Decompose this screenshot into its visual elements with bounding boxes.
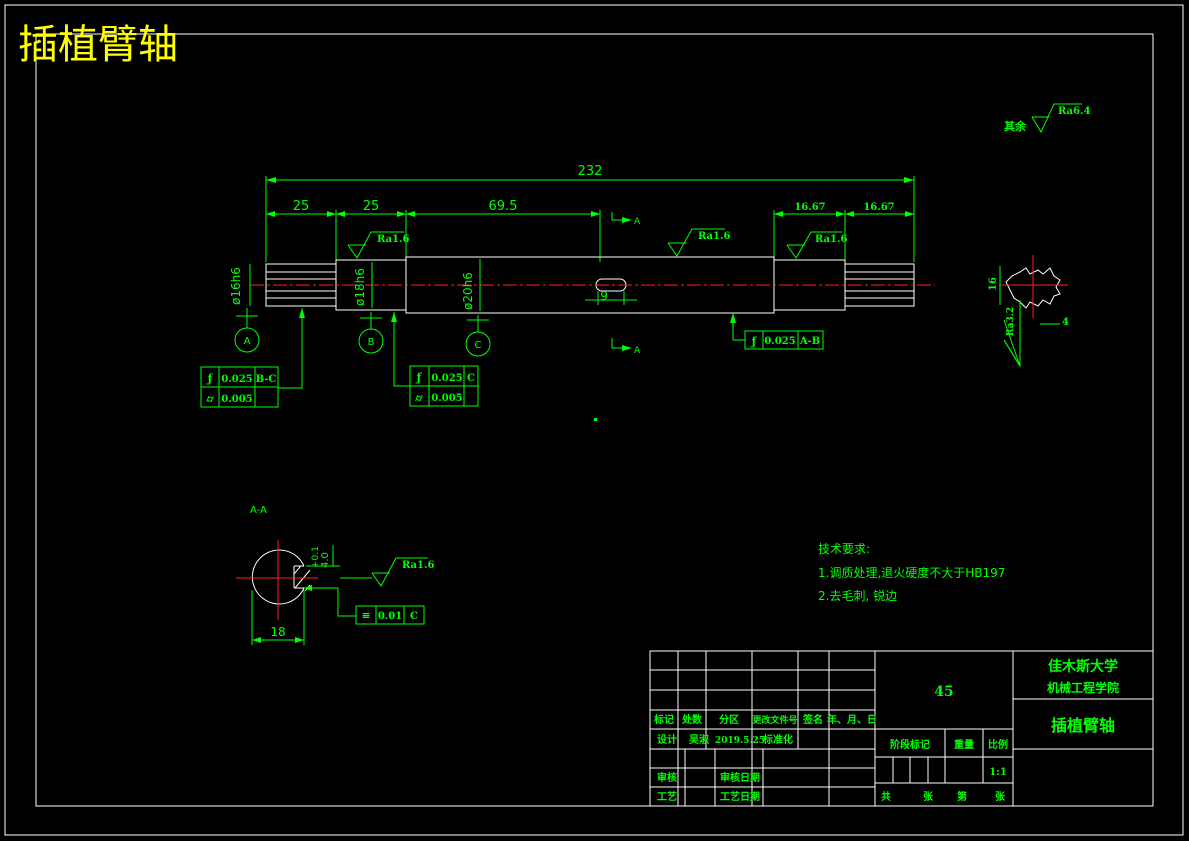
svg-text:工艺: 工艺	[657, 790, 677, 803]
svg-text:张: 张	[995, 790, 1006, 803]
svg-text:0.005: 0.005	[221, 394, 252, 405]
svg-text:B: B	[368, 337, 375, 348]
svg-text:ø20h6: ø20h6	[461, 272, 475, 310]
svg-text:第: 第	[957, 790, 967, 803]
svg-text:审核日期: 审核日期	[720, 771, 760, 784]
tolerance-frame-3: ƒ 0.025 A-B	[730, 313, 824, 350]
svg-text:A-B: A-B	[799, 336, 820, 347]
svg-text:A: A	[634, 346, 641, 356]
svg-text:+0.1: +0.1	[311, 546, 321, 568]
svg-text:16.67: 16.67	[794, 202, 825, 213]
dimension-segments: 25 25 69.5 16.67 16.67	[266, 199, 914, 262]
svg-text:⌭: ⌭	[414, 393, 423, 404]
svg-text:张: 张	[923, 790, 934, 803]
svg-text:ƒ: ƒ	[415, 371, 423, 384]
svg-text:6: 6	[600, 288, 608, 302]
svg-text:A: A	[634, 217, 641, 227]
svg-text:ƒ: ƒ	[750, 335, 758, 348]
svg-text:C: C	[467, 373, 475, 384]
svg-text:A: A	[244, 336, 251, 347]
svg-text:1:1: 1:1	[989, 767, 1007, 778]
svg-text:吴淑: 吴淑	[689, 733, 709, 746]
outer-border	[4, 4, 1184, 836]
title-block: 标记 处数 分区 更改文件号 签名 年、月、日 设计 吴淑 2019.5.25 …	[649, 650, 1154, 807]
svg-text:18: 18	[270, 625, 285, 639]
svg-text:重量: 重量	[954, 738, 974, 751]
svg-text:处数: 处数	[681, 713, 703, 726]
dimension-diameters: ø16h6 ø18h6 ø20h6 6	[229, 259, 637, 311]
svg-text:机械工程学院: 机械工程学院	[1047, 680, 1119, 695]
svg-text:0.005: 0.005	[431, 393, 462, 404]
svg-text:1.调质处理,退火硬度不大于HB197: 1.调质处理,退火硬度不大于HB197	[818, 565, 1005, 580]
svg-text:B-C: B-C	[256, 374, 277, 385]
tolerance-frame-2: ƒ ⌭ 0.025 C 0.005	[391, 312, 479, 407]
svg-text:45: 45	[934, 684, 953, 700]
dimension-total-length: 232	[266, 164, 914, 183]
svg-text:25: 25	[363, 199, 380, 214]
svg-text:Ra1.6: Ra1.6	[698, 231, 730, 242]
svg-text:232: 232	[578, 164, 603, 179]
svg-text:0.01: 0.01	[378, 611, 402, 622]
svg-text:C: C	[475, 340, 482, 351]
svg-text:ø16h6: ø16h6	[229, 267, 243, 305]
datum-c: C	[465, 315, 491, 357]
svg-text:Ra1.6: Ra1.6	[377, 234, 409, 245]
svg-text:共: 共	[881, 790, 891, 803]
inner-border	[35, 33, 1154, 807]
svg-text:阶段标记: 阶段标记	[890, 738, 930, 751]
svg-text:4: 4	[1062, 317, 1069, 328]
datum-a: A	[234, 308, 260, 353]
section-view: 18 4.0 +0.1 ≡ 0.01 C Ra1.6	[236, 540, 434, 645]
svg-text:插植臂轴: 插植臂轴	[1051, 716, 1115, 735]
svg-text:2019.5.25: 2019.5.25	[715, 736, 765, 746]
svg-text:签名: 签名	[802, 713, 823, 726]
svg-text:标准化: 标准化	[762, 733, 793, 746]
svg-text:其余: 其余	[1004, 119, 1027, 133]
svg-text:0.025: 0.025	[764, 336, 795, 347]
svg-text:Ra3.2: Ra3.2	[1006, 307, 1016, 336]
svg-text:ƒ: ƒ	[206, 372, 214, 385]
svg-text:分区: 分区	[719, 713, 739, 726]
roughness-symbols: Ra1.6 Ra1.6 Ra1.6	[347, 228, 847, 259]
svg-text:工艺日期: 工艺日期	[720, 790, 760, 803]
svg-text:Ra6.4: Ra6.4	[1058, 106, 1090, 117]
svg-text:0.025: 0.025	[431, 373, 462, 384]
svg-text:Ra1.6: Ra1.6	[815, 234, 847, 245]
stray-point	[594, 418, 597, 421]
svg-text:⌭: ⌭	[205, 394, 214, 405]
svg-text:≡: ≡	[361, 609, 370, 622]
svg-text:年、月、日: 年、月、日	[827, 713, 877, 726]
svg-text:审核: 审核	[657, 771, 677, 784]
tolerance-frame-1: ƒ ⌭ 0.025 B-C 0.005	[200, 308, 305, 408]
drawing-title: 插植臂轴	[18, 22, 178, 68]
svg-text:标记: 标记	[653, 713, 674, 726]
svg-text:16: 16	[988, 277, 999, 291]
svg-text:佳木斯大学: 佳木斯大学	[1048, 658, 1118, 675]
svg-text:C: C	[410, 611, 418, 622]
svg-text:4.0: 4.0	[320, 552, 331, 568]
svg-text:Ra1.6: Ra1.6	[402, 560, 434, 571]
svg-text:ø18h6: ø18h6	[353, 268, 367, 306]
svg-text:0.025: 0.025	[221, 374, 252, 385]
section-cut-marks: A A	[611, 212, 641, 356]
shaft-outline	[265, 256, 915, 314]
technical-requirements: 技术要求: 1.调质处理,退火硬度不大于HB197 2.去毛刺, 锐边	[818, 542, 1005, 603]
svg-text:16.67: 16.67	[863, 202, 894, 213]
section-label: A-A	[250, 505, 267, 516]
svg-text:2.去毛刺, 锐边: 2.去毛刺, 锐边	[818, 589, 897, 603]
datum-b: B	[358, 312, 384, 354]
general-roughness: 其余 Ra6.4	[1004, 103, 1090, 134]
svg-text:技术要求:: 技术要求:	[818, 542, 870, 556]
svg-text:25: 25	[293, 199, 310, 214]
svg-text:69.5: 69.5	[489, 199, 518, 214]
spline-end-view: 16 4 Ra3.2	[988, 255, 1069, 368]
svg-text:比例: 比例	[988, 738, 1008, 751]
svg-text:设计: 设计	[657, 733, 677, 746]
svg-text:更改文件号: 更改文件号	[752, 714, 797, 726]
